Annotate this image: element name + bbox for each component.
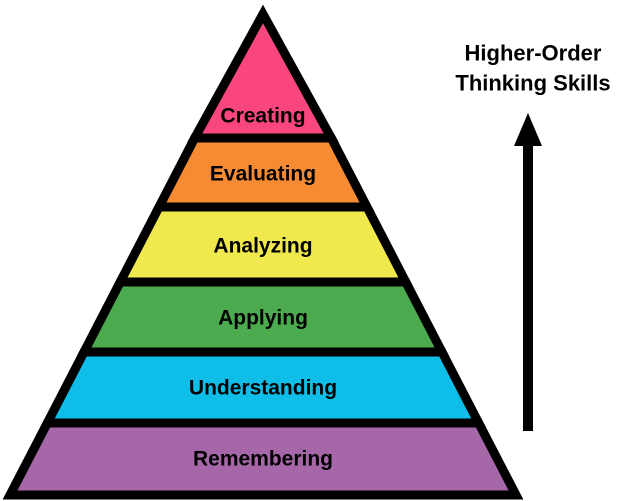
level-label-creating: Creating <box>220 105 305 128</box>
annotation: Higher-Order Thinking Skills <box>455 41 610 96</box>
level-label-applying: Applying <box>218 307 308 330</box>
annotation-line2: Thinking Skills <box>455 71 610 96</box>
level-label-evaluating: Evaluating <box>210 163 316 186</box>
pyramid-labels: Creating Evaluating Analyzing Applying U… <box>189 105 337 471</box>
up-arrow-icon <box>514 113 542 431</box>
level-label-understanding: Understanding <box>189 377 337 400</box>
level-label-remembering: Remembering <box>193 448 333 471</box>
level-label-analyzing: Analyzing <box>213 235 312 258</box>
pyramid-level-remembering <box>2 418 524 500</box>
up-arrow-head <box>514 113 542 146</box>
annotation-line1: Higher-Order <box>465 41 602 66</box>
pyramid <box>2 4 524 500</box>
